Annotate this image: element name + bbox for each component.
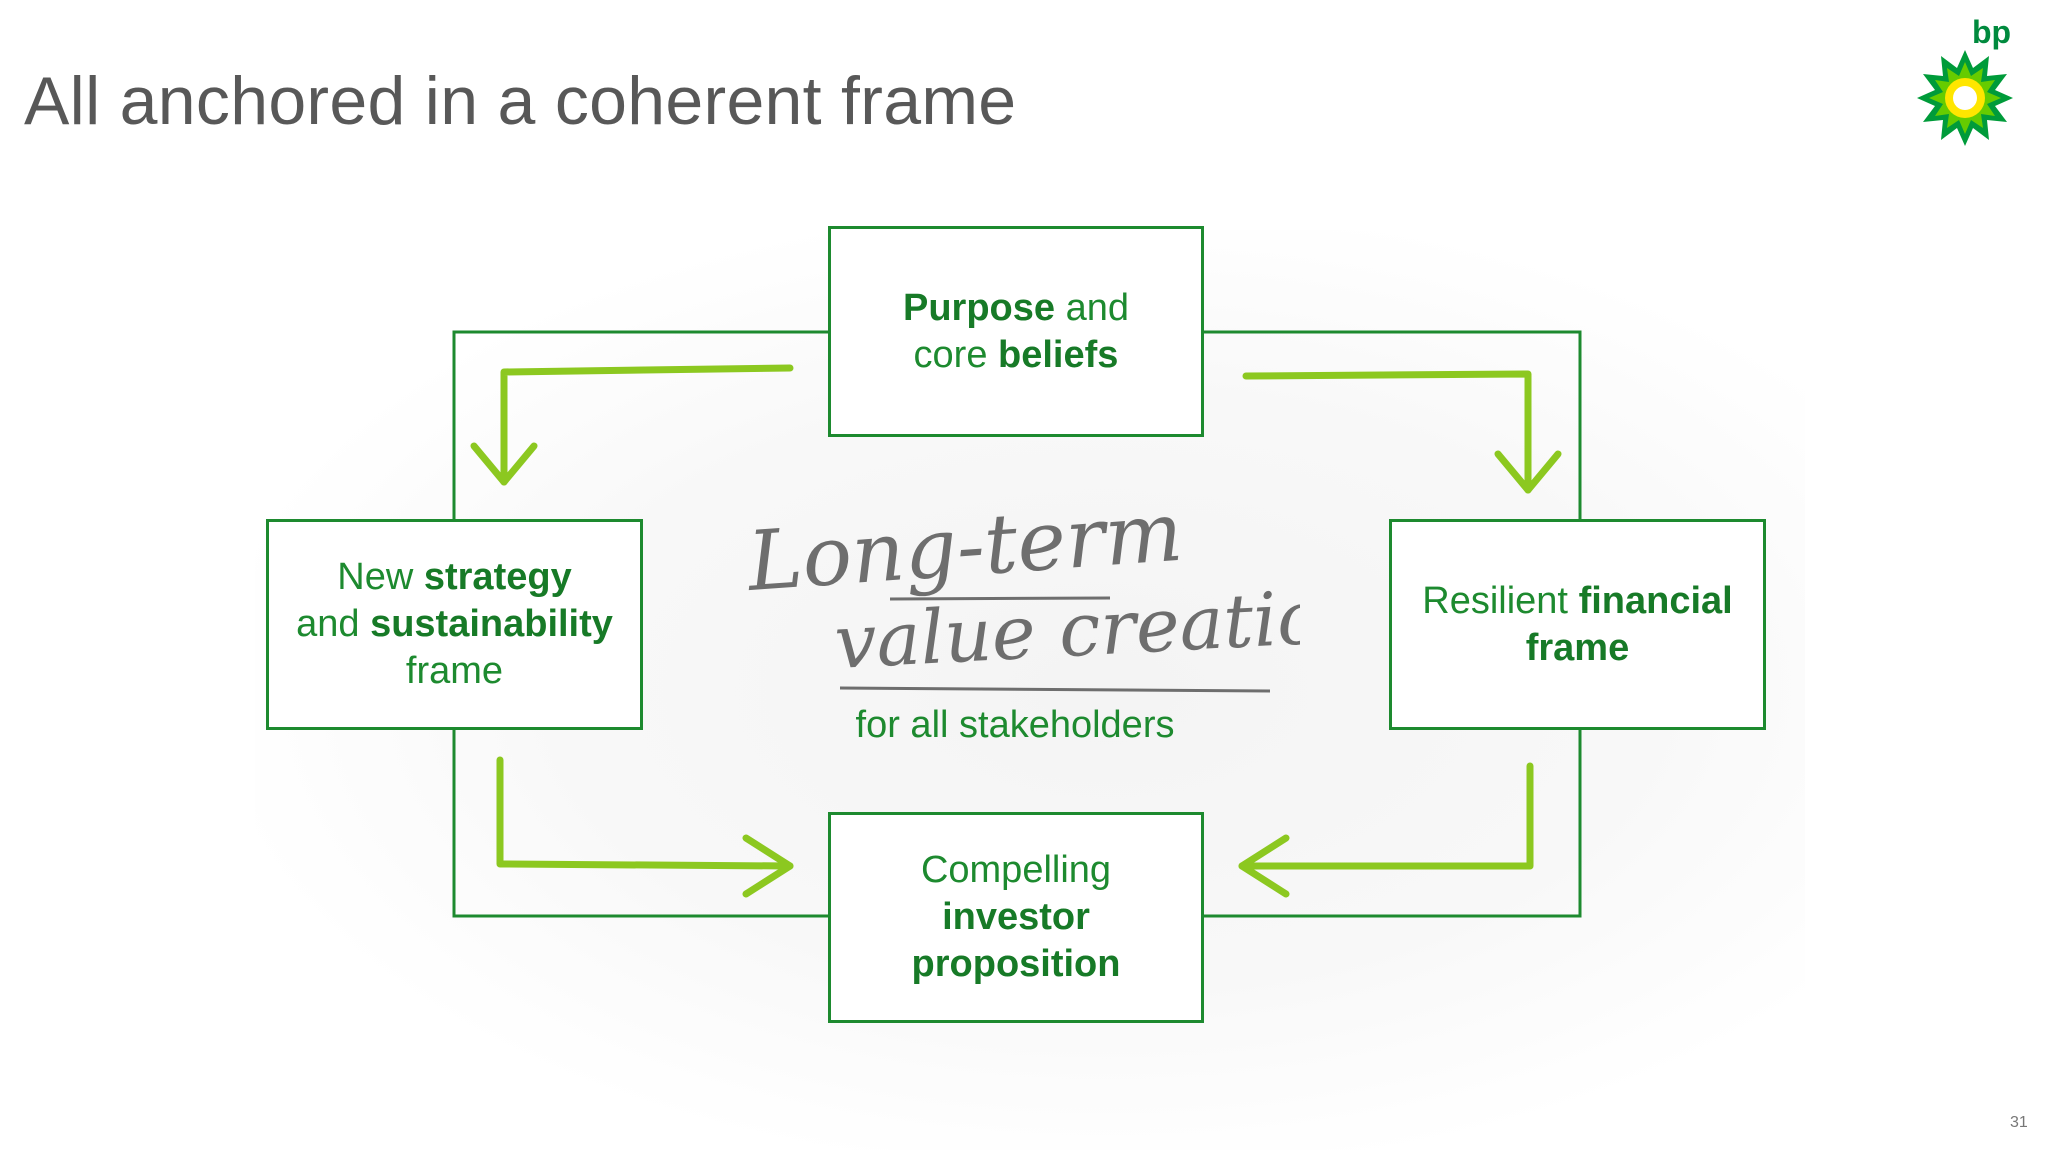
arrow-top-to-right-icon	[1242, 370, 1562, 494]
box-right-text-1: Resilient	[1422, 579, 1579, 622]
center-subtitle: for all stakeholders	[855, 704, 1175, 746]
page-number: 31	[2010, 1114, 2028, 1131]
box-bottom-text-1: Compelling	[920, 849, 1112, 891]
box-compelling-investor-proposition: Compelling investor proposition	[828, 812, 1204, 1023]
box-resilient-financial-frame: Resilient financial frame	[1389, 519, 1766, 730]
box-right-bold-2: frame	[1525, 626, 1630, 669]
box-top-bold-2: beliefs	[998, 333, 1119, 376]
box-top-bold-1: Purpose	[902, 286, 1056, 329]
box-left-bold-1: strategy	[423, 556, 572, 598]
box-left-text-3: frame	[405, 650, 504, 692]
box-strategy-and-sustainability: New strategy and sustainability frame	[266, 519, 643, 730]
arrow-left-to-bottom-icon	[496, 756, 794, 898]
script-underline-2	[839, 686, 1271, 693]
script-underline-1	[889, 596, 1111, 601]
slide-title: All anchored in a coherent frame	[24, 63, 1017, 139]
box-bottom-bold-2: proposition	[911, 943, 1121, 985]
box-left-bold-2: sustainability	[370, 603, 613, 645]
bp-helios-logo-icon	[1917, 50, 2013, 146]
box-purpose-and-core-beliefs: Purpose and core beliefs	[828, 226, 1204, 437]
arrow-top-to-left-icon	[470, 364, 794, 486]
box-bottom-bold-1: investor	[942, 896, 1090, 938]
box-top-text-2: and	[1055, 286, 1129, 329]
box-top-text-3: core	[913, 333, 999, 376]
frame-connector	[452, 330, 1582, 918]
box-right-bold-1: financial	[1578, 579, 1733, 622]
box-left-text-2: and	[296, 603, 371, 645]
box-left-text-1: New	[337, 556, 424, 598]
bp-logo-text: bp	[1972, 14, 2012, 50]
long-term-value-creation-script: Long-term value creation	[743, 485, 1300, 693]
arrow-right-to-bottom-icon	[1238, 762, 1534, 898]
